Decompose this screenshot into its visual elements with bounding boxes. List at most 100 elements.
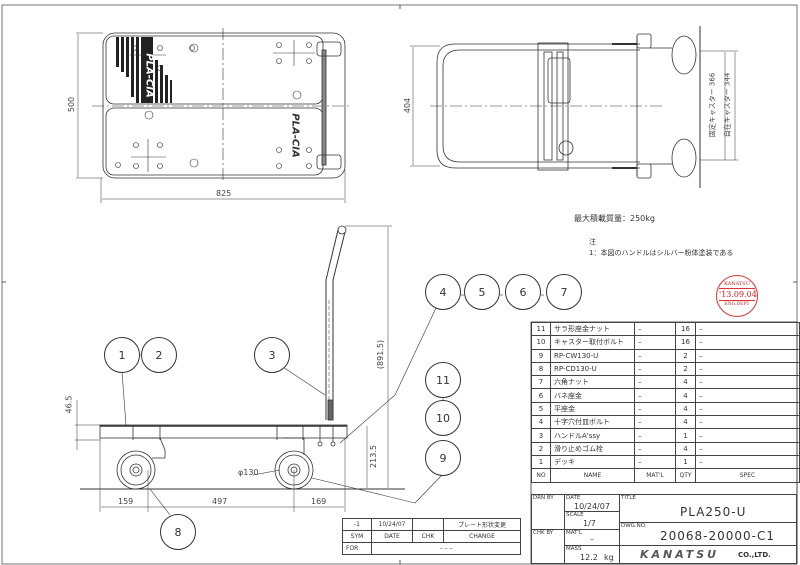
revision-row: -1 10/24/07 プレート形状変更 (342, 518, 521, 531)
bom-name: 平座金 (550, 401, 635, 417)
bom-name: デッキ (550, 454, 635, 470)
for-row: FOR – – – (342, 542, 521, 555)
balloon-2: 2 (141, 337, 177, 373)
rev-change: プレート形状変更 (443, 518, 521, 531)
bom-header-qty: QTY (675, 468, 696, 483)
dwg-no-label: DWG.NO. (621, 523, 647, 529)
dim-deck-length: 825 (216, 189, 232, 198)
scale-value: 1/7 (583, 519, 596, 528)
bom-name: サラ形座金ナット (550, 321, 635, 337)
bom-qty: 4 (675, 415, 696, 430)
mass-label: MASS (566, 546, 582, 552)
balloon-4: 4 (425, 274, 461, 310)
bom-header-no: NO (531, 468, 551, 483)
bom-no: 7 (531, 375, 551, 390)
stamp-date: '13.09.04 (719, 288, 757, 301)
rev-header-date: DATE (371, 530, 413, 543)
bom-matl: – (634, 401, 676, 417)
date-label: DATE (566, 495, 581, 501)
bom-matl: – (634, 388, 676, 403)
bom-matl: – (634, 321, 676, 337)
bom-name: RP-CD130-U (550, 361, 635, 377)
for-label: FOR (342, 542, 372, 555)
bom-no: 10 (531, 335, 551, 350)
drawing-number: 20068-20000-C1 (660, 529, 776, 543)
rev-header-sym: SYM (342, 530, 372, 543)
bom-matl: – (634, 348, 676, 363)
balloon-9: 9 (425, 440, 461, 476)
bom-no: 8 (531, 361, 551, 377)
bom-spec: – (695, 428, 800, 443)
bom-no: 9 (531, 348, 551, 363)
bom-spec: – (695, 441, 800, 456)
balloon-6: 6 (505, 274, 541, 310)
title-label: TITLE (621, 495, 636, 501)
bom-no: 5 (531, 401, 551, 417)
brand-mark-top: PLA-CIA (143, 53, 155, 98)
dim-deck-height: 213.5 (368, 445, 378, 468)
dim-deck-thickness: 46.5 (64, 395, 74, 414)
rev-date: 10/24/07 (371, 518, 413, 531)
top-view-deck (76, 28, 352, 203)
side-view (75, 225, 544, 516)
company-cell (619, 545, 797, 564)
balloon-11: 11 (425, 362, 461, 398)
mass-unit: kg (604, 553, 614, 562)
dim-folded-width: 404 (403, 97, 413, 114)
date-value: 10/24/07 (574, 502, 610, 511)
bom-no: 2 (531, 441, 551, 456)
folded-view (410, 26, 738, 188)
bom-matl: – (634, 335, 676, 350)
dim-swivel-caster: 自在キャスター 344 (723, 72, 732, 138)
bom-header-matl: MAT'L (634, 468, 676, 483)
bom-matl: – (634, 415, 676, 430)
bom-spec: – (695, 335, 800, 350)
rev-sym: -1 (342, 518, 372, 531)
bom-matl: – (634, 454, 676, 470)
bom-name: バネ座金 (550, 388, 635, 403)
rev-header-change: CHANGE (443, 530, 521, 543)
bom-matl: – (634, 428, 676, 443)
balloon-1: 1 (104, 337, 140, 373)
balloon-8: 8 (160, 514, 196, 550)
max-load-note: 最大積載質量：250kg (574, 214, 655, 223)
bom-matl: – (634, 441, 676, 456)
bom-no: 6 (531, 388, 551, 403)
balloon-5: 5 (464, 274, 500, 310)
bom-qty: 4 (675, 401, 696, 417)
company-suffix: CO.,LTD. (738, 551, 771, 559)
bom-header-name: NAME (550, 468, 635, 483)
bom-name: 滑り止めゴム栓 (550, 441, 635, 456)
bom-spec: – (695, 454, 800, 470)
bom-qty: 16 (675, 335, 696, 350)
bom-qty: 4 (675, 375, 696, 390)
bom-matl: – (634, 375, 676, 390)
bom-spec: – (695, 361, 800, 377)
rev-chk (412, 518, 444, 531)
rev-header-chk: CHK (412, 530, 444, 543)
scale-label: SCALE (566, 512, 584, 518)
bom-no: 1 (531, 454, 551, 470)
company-logo: KANATSU (640, 548, 720, 561)
dim-rear-overhang: 169 (311, 497, 327, 506)
balloon-7: 7 (546, 274, 582, 310)
bom-spec: – (695, 401, 800, 417)
bom-qty: 1 (675, 454, 696, 470)
mass-value: 12.2 (580, 553, 598, 562)
matl-value: – (590, 535, 594, 544)
note-1: 1：本図のハンドルはシルバー粉体塗装である (589, 249, 734, 257)
dim-fixed-caster: 固定キャスター 366 (708, 72, 717, 138)
bom-qty: 4 (675, 388, 696, 403)
bom-matl: – (634, 361, 676, 377)
